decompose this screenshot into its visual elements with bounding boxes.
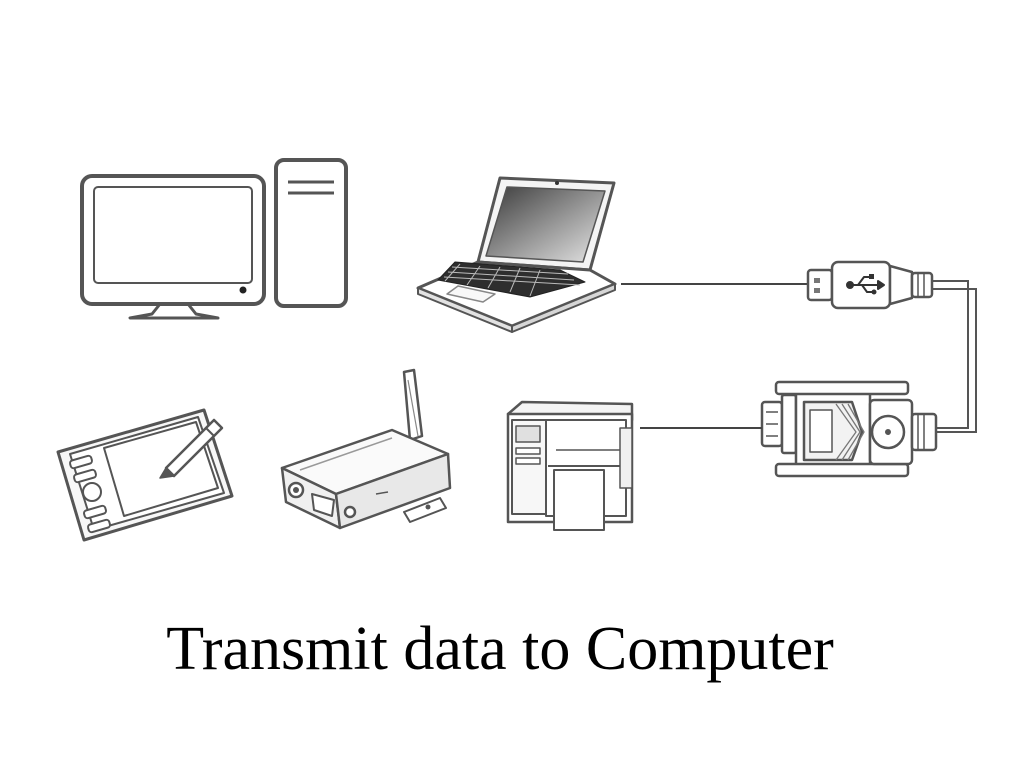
desktop-computer-icon — [80, 158, 348, 320]
laptop-icon — [416, 176, 617, 333]
wireless-router-icon — [280, 368, 452, 530]
label-printer-icon — [506, 400, 634, 531]
usb-plug-icon — [806, 260, 934, 310]
drawing-tablet-icon — [56, 408, 234, 542]
adapter-cable — [932, 280, 969, 429]
db9-connector-icon — [760, 380, 938, 478]
diagram-caption: Transmit data to Computer — [166, 615, 834, 683]
